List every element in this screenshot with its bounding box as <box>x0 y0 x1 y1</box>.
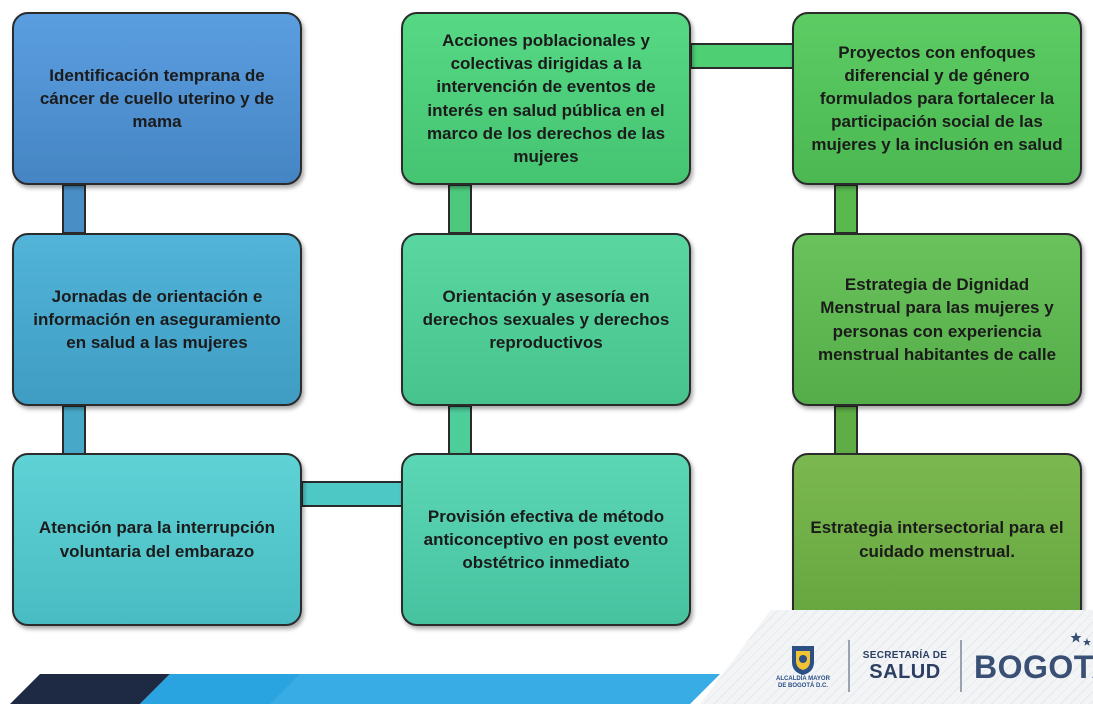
logo-divider <box>960 640 962 692</box>
box-label: Provisión efectiva de método anticoncept… <box>423 506 669 573</box>
alcaldia-line2: DE BOGOTÁ D.C. <box>777 683 828 689</box>
box-voluntary-interruption: Atención para la interrupción voluntaria… <box>12 453 302 626</box>
connector-b1-b2 <box>62 184 86 234</box>
footer-stripe <box>10 674 720 704</box>
secretaria-logo: SECRETARÍA DE SALUD <box>862 634 948 700</box>
box-label: Orientación y asesoría en derechos sexua… <box>422 286 670 353</box>
box-cancer-detection: Identificación temprana de cáncer de cue… <box>12 12 302 185</box>
box-label: Identificación temprana de cáncer de cue… <box>39 65 275 132</box>
box-insurance-orientation: Jornadas de orientación e información en… <box>12 233 302 406</box>
alcaldia-line1: ALCALDÍA MAYOR <box>776 676 830 683</box>
connector-b4-b5 <box>448 184 472 234</box>
alcaldia-text: ALCALDÍA MAYOR DE BOGOTÁ D.C. <box>776 676 830 689</box>
box-menstrual-dignity: Estrategia de Dignidad Menstrual para la… <box>792 233 1082 406</box>
connector-b4-b7 <box>690 43 794 69</box>
secretaria-big-text: SALUD <box>869 661 941 683</box>
box-population-actions: Acciones poblacionales y colectivas diri… <box>401 12 691 185</box>
box-contraceptive-provision: Provisión efectiva de método anticoncept… <box>401 453 691 626</box>
box-label: Jornadas de orientación e información en… <box>33 286 281 353</box>
coat-of-arms-icon <box>792 646 814 676</box>
alcaldia-logo: ALCALDÍA MAYOR DE BOGOTÁ D.C. <box>773 634 833 700</box>
stars-icon <box>1070 632 1091 646</box>
box-sexual-rights-counseling: Orientación y asesoría en derechos sexua… <box>401 233 691 406</box>
footer-logo-band <box>700 610 1093 704</box>
box-label: Acciones poblacionales y colectivas diri… <box>426 31 666 166</box>
box-label: Estrategia de Dignidad Menstrual para la… <box>817 275 1057 364</box>
bogota-logo: BOGOTA <box>974 634 1093 700</box>
box-menstrual-care-strategy: Estrategia intersectorial para el cuidad… <box>792 453 1082 626</box>
connector-b5-b6 <box>448 405 472 455</box>
box-gender-projects: Proyectos con enfoques diferencial y de … <box>792 12 1082 185</box>
box-label: Estrategia intersectorial para el cuidad… <box>810 518 1064 561</box>
logo-divider <box>848 640 850 692</box>
box-label: Atención para la interrupción voluntaria… <box>38 518 276 561</box>
bogota-wordmark: BOGOTA <box>974 648 1093 685</box>
box-label: Proyectos con enfoques diferencial y de … <box>811 42 1063 155</box>
connector-b2-b3 <box>62 405 86 455</box>
secretaria-small-text: SECRETARÍA DE <box>862 650 948 661</box>
connector-b8-b9 <box>834 405 858 455</box>
connector-b7-b8 <box>834 184 858 234</box>
connector-b3-b6 <box>301 481 403 507</box>
